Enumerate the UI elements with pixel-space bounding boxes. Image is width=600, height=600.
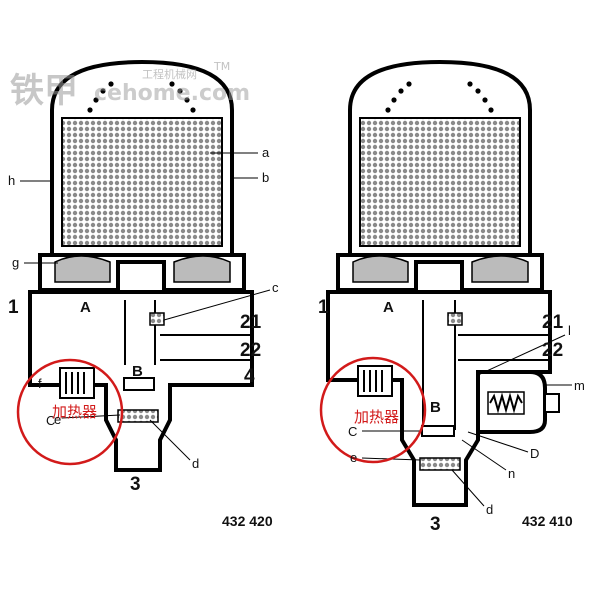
right-port-3: 3	[430, 514, 441, 535]
left-label-h: h	[8, 173, 15, 188]
left-heater-label: 加热器	[52, 403, 97, 421]
left-label-b: b	[262, 170, 269, 185]
left-port-22: 22	[240, 340, 261, 361]
right-port-22: 22	[542, 340, 563, 361]
left-label-e: e	[54, 412, 61, 427]
left-desiccant-cartridge	[61, 117, 223, 247]
right-valve	[319, 59, 572, 507]
right-desiccant-cartridge	[359, 117, 521, 247]
left-port-21: 21	[240, 312, 262, 333]
left-chamber-a: A	[80, 299, 91, 316]
right-dome-dots	[385, 81, 494, 113]
watermark-brand-cn: 铁甲	[10, 71, 78, 111]
left-port-1: 1	[8, 297, 19, 318]
right-label-m: m	[574, 378, 585, 393]
right-label-e: e	[350, 450, 357, 465]
right-label-n: n	[508, 466, 515, 481]
left-label-a: a	[262, 145, 270, 160]
left-label-c: c	[272, 280, 279, 295]
right-heater-highlight	[319, 356, 427, 464]
left-label-g: g	[12, 255, 19, 270]
watermark-brand-en: cehome.com	[94, 81, 250, 106]
left-part-code: 432 420	[222, 513, 273, 529]
left-label-c2: C	[46, 413, 55, 428]
watermark-brand-sub: 工程机械网	[142, 67, 197, 81]
right-chamber-a: A	[383, 299, 394, 316]
right-label-c: C	[348, 424, 357, 439]
right-label-l: l	[568, 323, 571, 338]
left-port-4: 4	[244, 366, 255, 387]
right-port-1: 1	[318, 297, 329, 318]
watermark-tm: TM	[213, 60, 230, 73]
right-label-d-upper: D	[530, 446, 539, 461]
right-part-code: 432 410	[522, 513, 573, 529]
left-port-3: 3	[130, 474, 141, 495]
right-port-21: 21	[542, 312, 564, 333]
right-heater-label: 加热器	[354, 408, 399, 426]
right-valve-body	[326, 290, 552, 507]
left-heater-highlight	[16, 358, 124, 466]
left-chamber-b: B	[132, 363, 143, 380]
left-dome-dots	[87, 81, 196, 113]
left-label-f: f	[38, 376, 42, 391]
right-chamber-b: B	[430, 399, 441, 416]
left-valve	[16, 59, 271, 472]
left-label-d: d	[192, 456, 199, 471]
right-label-d: d	[486, 502, 493, 517]
